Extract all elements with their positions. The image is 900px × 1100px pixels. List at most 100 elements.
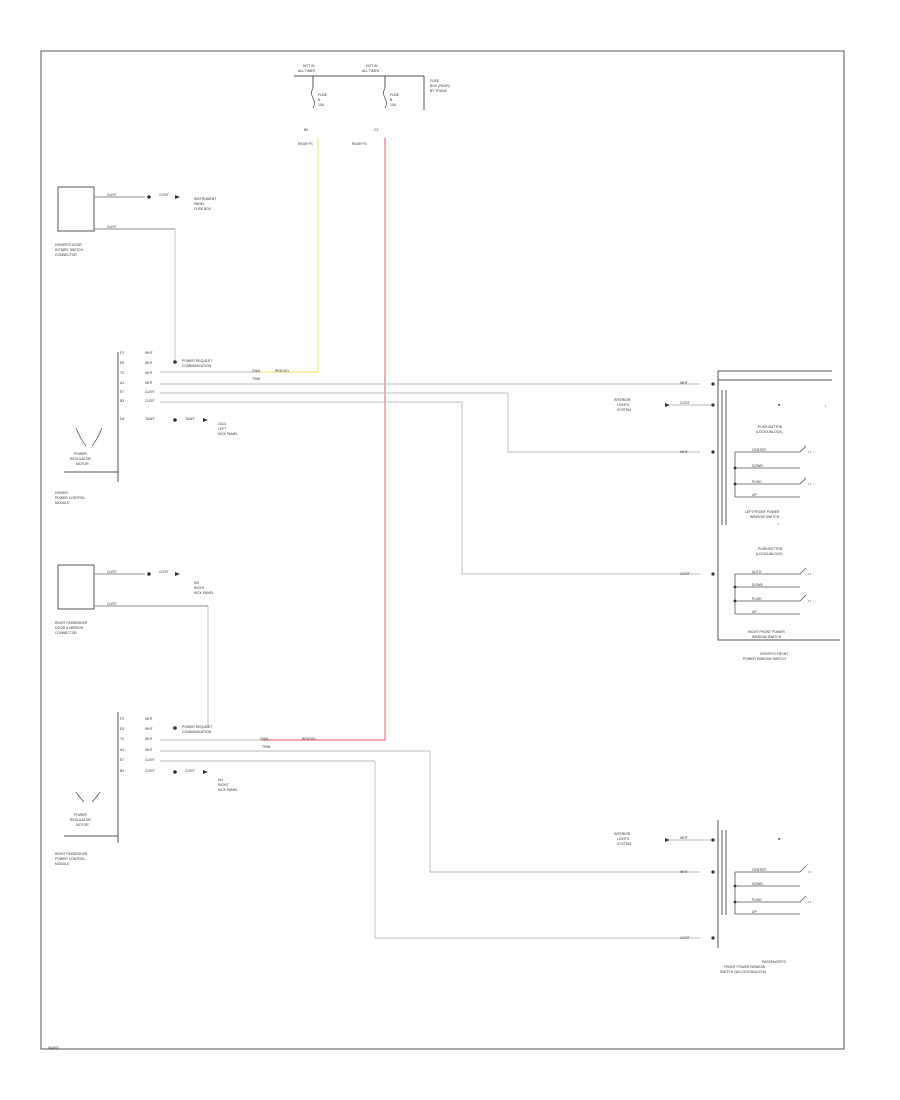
- fuse2-connector: REAR FS: [352, 142, 367, 146]
- master-s1-label-3: PUSH: [752, 480, 762, 484]
- svg-text:• •: • •: [808, 572, 812, 576]
- passenger-pin-3: T2: [120, 737, 124, 741]
- master-s2-line-2: (LOCK/UNLOCK): [756, 552, 783, 556]
- fuse2-line-2: B: [390, 98, 393, 102]
- pass-switch-label-4: UP: [752, 910, 757, 914]
- pass-switch-label-1: CENTER: [752, 868, 766, 872]
- master-s2-label-2: DOWN: [752, 583, 763, 587]
- fuse1-line-2: A: [318, 98, 321, 102]
- fuse1-line-1: FUSE: [318, 93, 328, 97]
- driver-ground-1: G304: [252, 369, 260, 373]
- driver-door-dest-1: INSTRUMENT: [194, 197, 216, 201]
- svg-text:• •: • •: [808, 599, 812, 603]
- svg-text:• •: • •: [808, 870, 812, 874]
- fuse-box-line-3: BY TRUNK: [430, 89, 448, 93]
- passenger-module-line-3: MODULE: [55, 862, 70, 866]
- pass-switch-interior-1: INTERIOR: [614, 832, 631, 836]
- pass-switch-wire-2: WHT: [680, 870, 688, 874]
- driver-wire-2: WHT: [145, 361, 153, 365]
- master-footer-1: DRIVER'S FRONT: [760, 652, 788, 656]
- master-s1-line-2: (LOCK/UNLOCK): [756, 430, 783, 434]
- fuse-box-line-2: BOX (REAR): [430, 84, 450, 88]
- master-footer-2: POWER WINDOW SWITCH: [743, 657, 786, 661]
- passenger-pin-4: A1: [120, 748, 124, 752]
- svg-text:▪: ▪: [778, 522, 779, 526]
- driver-door-connector: DRIVER'S DOOR ROTARY SWITCH CONNECTOR CL…: [55, 186, 216, 360]
- driver-door-dest-3: FUSE BOX: [194, 207, 212, 211]
- passenger-wire-3: WHT: [145, 737, 153, 741]
- pass-switch-footer-1: PASSENGER'S: [762, 960, 786, 964]
- right-passenger-connector-line-3: CONNECTOR: [55, 631, 77, 635]
- driver-pin-2: E5: [120, 361, 124, 365]
- pass-switch-footer-3: SWITCH (W/ LOCK/UNLOCK): [720, 970, 766, 974]
- passenger-ground-1: G304: [260, 737, 268, 741]
- passenger-red-wire: RED/YEL: [302, 737, 317, 741]
- right-passenger-dest-2: RIGHT: [194, 586, 205, 590]
- master-s2-title-1: RIGHT FRONT POWER: [748, 630, 785, 634]
- driver-wire-4: WHT: [145, 381, 153, 385]
- yellow-power-feed: [258, 138, 319, 373]
- master-s1-line-1: PUSH BUTTON: [758, 425, 783, 429]
- driver-power-control-module: POWER REGULATOR MOTOR DRIVER POWER CONTR…: [55, 351, 700, 575]
- master-s1-title-1: LEFT FRONT POWER: [745, 510, 780, 514]
- driver-splice-line-2: COMMUNICATION: [182, 364, 212, 368]
- driver-ground-wire: TAN/T: [185, 417, 195, 421]
- passenger-module-line-2: POWER CONTROL: [55, 857, 85, 861]
- driver-motor-symbol: [75, 427, 103, 447]
- driver-door-connector-line-1: DRIVER'S DOOR: [55, 243, 82, 247]
- driver-wire-7: TAN/T: [145, 417, 155, 421]
- master-s2-label-3: PUSH: [752, 597, 762, 601]
- passenger-motor-label-2: REGULATOR: [70, 818, 91, 822]
- svg-text:■: ■: [778, 837, 780, 841]
- passenger-wire-2: WHT: [145, 727, 153, 731]
- diagram-code: W4800: [48, 1046, 59, 1050]
- driver-wire-3: WHT: [145, 371, 153, 375]
- master-interior-2: LIGHTS: [617, 403, 630, 407]
- driver-pin-1: F2: [120, 351, 124, 355]
- fuse1-header-1: HOT IN: [303, 64, 315, 68]
- driver-door-wire-2: CLR/T: [107, 225, 117, 229]
- pass-switch-interior-3: SYSTEM: [617, 842, 631, 846]
- fuse2-pin: C3: [374, 128, 378, 132]
- drivers-front-power-window-switch: WHT INTERIOR LIGHTS SYSTEM CLR/T ■ • PUS…: [614, 370, 840, 661]
- driver-pin-6: B3: [120, 399, 124, 403]
- driver-door-dest-2: PANEL: [194, 202, 205, 206]
- master-top-dot: •: [825, 404, 827, 408]
- driver-gnd-label-3: KICK PANEL: [218, 432, 238, 436]
- right-passenger-connector-line-2: DOOR & MIRROR: [55, 626, 84, 630]
- driver-door-wire-1b: CLR/T: [159, 193, 169, 197]
- passenger-wire-1: WHT: [145, 717, 153, 721]
- svg-text:• •: • •: [808, 900, 812, 904]
- pass-switch-footer-2: FRONT POWER WINDOW: [724, 965, 766, 969]
- fuse1-pin: B5: [304, 128, 308, 132]
- fuse2-line-3: 10A: [390, 103, 397, 107]
- master-s1-title-2: WINDOW SWITCH: [750, 515, 780, 519]
- passenger-motor-symbol: [75, 791, 101, 803]
- fuse2-header-2: ALL TIMES: [362, 69, 380, 73]
- master-s2-label-1: AUTO: [752, 570, 762, 574]
- red-power-feed: [262, 138, 386, 741]
- driver-gnd-label-2: LEFT: [218, 427, 226, 431]
- driver-module-line-1: DRIVER: [55, 491, 68, 495]
- driver-wire-5: CLR/T: [145, 390, 155, 394]
- driver-red-wire: RED/YEL: [275, 369, 290, 373]
- passenger-wire-4: WHT: [145, 748, 153, 752]
- right-passenger-wire-1b: CLR/T: [159, 570, 169, 574]
- passenger-ground-wire: CLR/T: [185, 769, 195, 773]
- driver-splice-line-1: POWER REQUEST: [182, 359, 212, 363]
- master-interior-3: SYSTEM: [617, 408, 631, 412]
- driver-ground-2: TRIM: [252, 377, 260, 381]
- pass-switch-label-3: PUSH: [752, 898, 762, 902]
- driver-module-line-2: POWER CONTROL: [55, 496, 85, 500]
- right-passenger-wire-1: CLR/T: [107, 570, 117, 574]
- master-s2-title-2: WINDOW SWITCH: [752, 635, 782, 639]
- driver-door-connector-line-2: ROTARY SWITCH: [55, 248, 84, 252]
- passenger-motor-label-3: MOTOR: [76, 823, 89, 827]
- fuse1-symbol: [311, 87, 315, 109]
- driver-pin-3: T2: [120, 371, 124, 375]
- driver-wire-6: CLR/T: [145, 399, 155, 403]
- right-passenger-door-connector: RIGHT PASSENGER DOOR & MIRROR CONNECTOR …: [55, 564, 214, 728]
- driver-door-connector-line-3: CONNECTOR: [55, 253, 77, 257]
- driver-door-wire-1: CLR/T: [107, 193, 117, 197]
- passenger-pin-2: E5: [120, 727, 124, 731]
